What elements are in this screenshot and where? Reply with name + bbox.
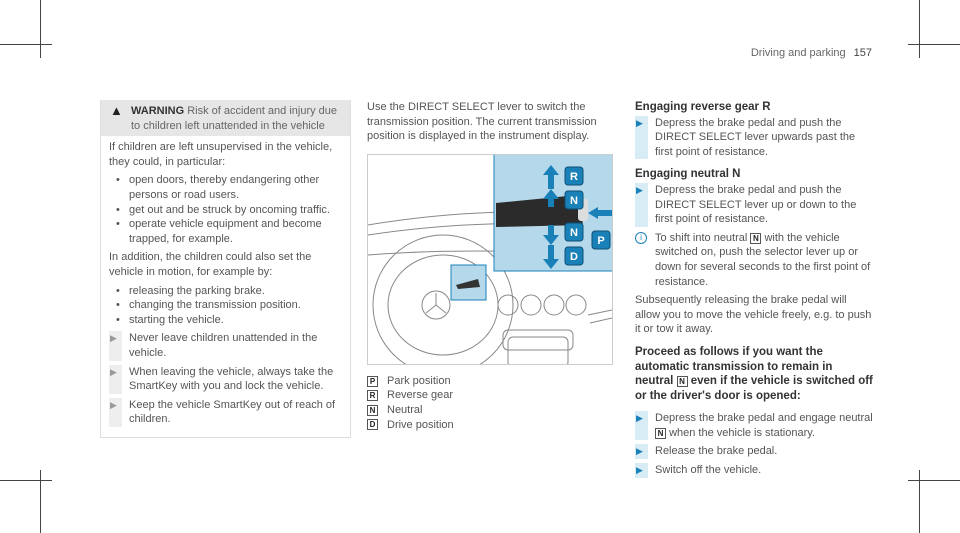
crop-mark	[40, 470, 41, 533]
direct-select-figure: R N N D P	[367, 153, 613, 365]
warning-intro-2: In addition, the children could also set…	[109, 251, 312, 278]
middle-column: Use the DIRECT SELECT lever to switch th…	[357, 100, 615, 432]
info-text: To shift into neutral	[655, 231, 748, 244]
heading-text: even if the vehicle is switched off or t…	[635, 375, 873, 402]
warning-step: ▶Keep the vehicle SmartKey out of reach …	[109, 397, 344, 427]
heading-text: Proceed as follows if you want the autom…	[635, 345, 833, 388]
legend-label: Park position	[387, 374, 451, 387]
list-item: open doors, thereby endangering other pe…	[109, 173, 344, 202]
page-number: 157	[853, 47, 872, 59]
figure-label-d: D	[570, 251, 578, 263]
arrow-icon: ▶	[635, 463, 648, 478]
crop-mark	[40, 0, 41, 58]
heading-proceed: Proceed as follows if you want the autom…	[635, 345, 873, 403]
section-title: Driving and parking	[750, 47, 846, 59]
list-item: releasing the parking brake.	[109, 284, 344, 299]
crop-mark	[919, 0, 920, 58]
warning-list-2: releasing the parking brake. changing th…	[109, 284, 344, 328]
list-item: changing the transmission position.	[109, 298, 344, 313]
legend-item: N Neutral	[367, 403, 615, 418]
info-note: i To shift into neutral N with the vehicl…	[635, 231, 873, 289]
warning-triangle-icon: ▲	[110, 103, 123, 118]
legend-item: P Park position	[367, 374, 615, 389]
key-badge: N	[676, 376, 688, 388]
arrow-icon: ▶	[109, 364, 122, 394]
intro-text: Use the DIRECT SELECT lever to switch th…	[367, 101, 597, 143]
step: ▶ Switch off the vehicle.	[635, 463, 873, 478]
arrow-icon: ▶	[109, 397, 122, 427]
heading-reverse: Engaging reverse gear R	[635, 101, 771, 113]
warning-step: ▶ Never leave children unattended in the …	[109, 331, 344, 361]
step: ▶Depress the brake pedal and push the DI…	[635, 182, 873, 227]
figure-label-n-down: N	[570, 227, 578, 239]
step: ▶Depress the brake pedal and push the DI…	[635, 115, 873, 160]
list-item: starting the vehicle.	[109, 313, 344, 328]
warning-label: WARNING	[131, 105, 185, 117]
key-badge: N	[367, 404, 378, 416]
legend-item: D Drive position	[367, 418, 615, 433]
page-header: Driving and parking 157	[751, 46, 872, 61]
key-badge: R	[367, 390, 378, 402]
crop-mark	[908, 44, 960, 45]
info-text: with the vehicle switched on, push the s…	[655, 231, 871, 288]
key-badge: D	[367, 419, 378, 431]
step-text: Switch off the vehicle.	[655, 464, 762, 477]
warning-title: Risk of accident and injury due to child…	[131, 105, 338, 132]
arrow-icon: ▶	[635, 444, 648, 460]
step: ▶ Depress the brake pedal and engage neut…	[635, 411, 873, 441]
key-badge: N	[655, 427, 666, 439]
key-badge: N	[750, 232, 762, 244]
crop-mark	[0, 480, 52, 481]
crop-mark	[919, 470, 920, 533]
legend-item: R Reverse gear	[367, 388, 615, 403]
figure-label-n-up: N	[570, 195, 578, 207]
warning-header: ▲ WARNING Risk of accident and injury du…	[101, 100, 350, 137]
step: ▶ Release the brake pedal.	[635, 444, 873, 460]
cockpit-illustration: R N N D P	[368, 154, 612, 364]
arrow-icon: ▶	[635, 115, 648, 160]
warning-intro: If children are left unsupervised in the…	[109, 141, 333, 168]
step-text: Never leave children unattended in the v…	[129, 332, 318, 359]
step-text: when the vehicle is stationary.	[669, 426, 815, 439]
warning-step: ▶When leaving the vehicle, always take t…	[109, 364, 344, 394]
warning-list-1: open doors, thereby endangering other pe…	[109, 173, 344, 246]
arrow-icon: ▶	[635, 411, 648, 441]
key-badge: P	[367, 375, 378, 387]
step-text: Keep the vehicle SmartKey out of reach o…	[129, 398, 336, 426]
arrow-icon: ▶	[635, 182, 648, 227]
crop-mark	[0, 44, 52, 45]
info-icon: i	[635, 231, 647, 244]
step-text: Depress the brake pedal and engage neutr…	[655, 412, 873, 425]
arrow-icon: ▶	[109, 331, 122, 361]
step-text: When leaving the vehicle, always take th…	[129, 365, 334, 393]
crop-mark	[908, 480, 960, 481]
legend-label: Drive position	[387, 418, 454, 431]
step-text: Depress the brake pedal and push the DIR…	[655, 116, 856, 158]
step-text: Depress the brake pedal and push the DIR…	[655, 183, 857, 226]
right-column: Engaging reverse gear R ▶Depress the bra…	[635, 100, 873, 480]
step-text: Release the brake pedal.	[655, 445, 778, 458]
warning-box: ▲ WARNING Risk of accident and injury du…	[100, 100, 351, 438]
figure-label-r: R	[570, 171, 578, 183]
figure-label-p: P	[597, 235, 604, 247]
list-item: operate vehicle equipment and become tra…	[109, 217, 344, 246]
list-item: get out and be struck by oncoming traffi…	[109, 203, 344, 218]
paragraph: Subsequently releasing the brake pedal w…	[635, 294, 872, 336]
heading-neutral: Engaging neutral N	[635, 168, 741, 181]
legend-label: Reverse gear	[387, 389, 454, 402]
legend-label: Neutral	[387, 403, 423, 416]
